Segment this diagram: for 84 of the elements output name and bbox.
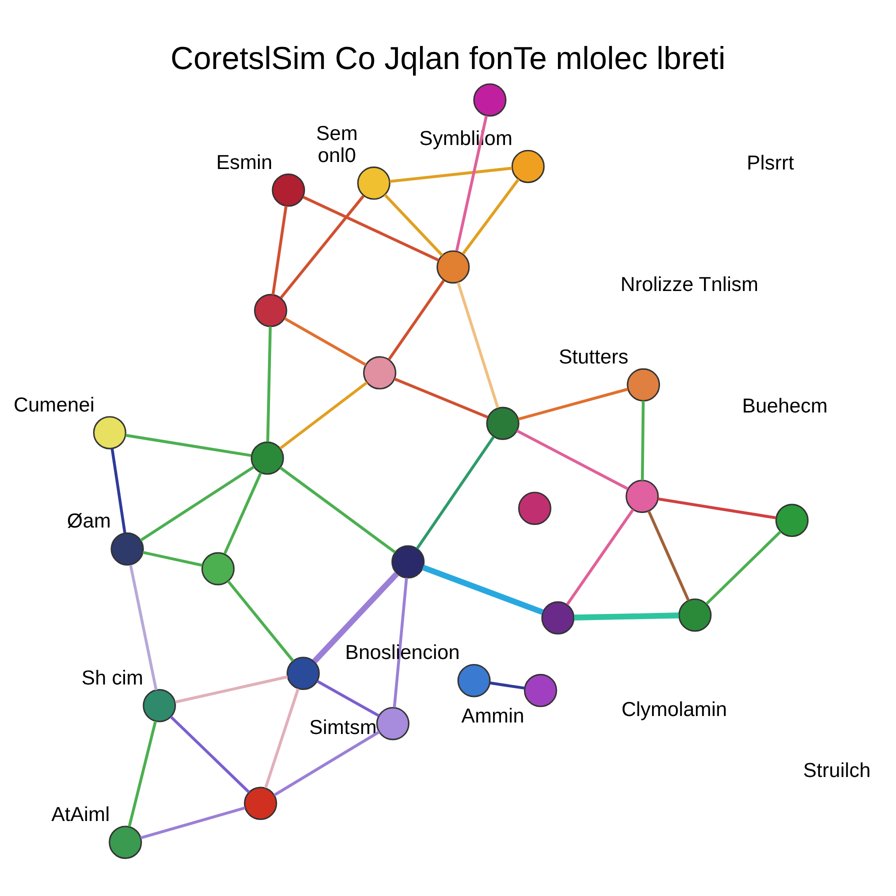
label: Struilch (803, 760, 871, 782)
connector (518, 388, 628, 420)
node-circle (357, 166, 390, 200)
connector (392, 578, 408, 708)
node-circle (244, 786, 278, 820)
connector (416, 436, 495, 550)
connector (388, 280, 445, 360)
node-circle (626, 368, 660, 402)
connector (640, 400, 645, 480)
connector (274, 730, 380, 796)
node-circle (626, 480, 659, 513)
node-label: Simtsm (309, 717, 377, 740)
connector (462, 178, 520, 255)
connector (316, 680, 380, 717)
connector (226, 580, 294, 662)
connector (279, 466, 396, 554)
connector (125, 434, 252, 457)
label: Clymolamin (621, 699, 728, 722)
label: Plsrrt (746, 152, 794, 175)
node-circle (486, 406, 520, 440)
connector (566, 508, 634, 606)
node-circle (363, 356, 396, 390)
node-label: Øam (67, 510, 111, 533)
connector (705, 530, 782, 605)
connector (658, 497, 776, 520)
label: Nrolizze Tnlism (620, 274, 758, 296)
node-label: Ammin (461, 706, 524, 728)
node-circle (272, 174, 306, 207)
node-circle (376, 706, 410, 740)
node-circle (775, 504, 809, 538)
connector (170, 716, 250, 794)
connector (516, 429, 628, 490)
node-label: onl0 (318, 144, 356, 167)
node-circle (678, 598, 712, 632)
connector (223, 472, 262, 554)
node-circle (518, 492, 552, 525)
node-circle (142, 689, 176, 722)
connector (455, 115, 488, 252)
diagram-title: CoretslSim Co Jqlan fonTe mlolec lbreti (170, 40, 726, 76)
node-circle (436, 250, 470, 284)
node-label: Stutters (558, 346, 628, 368)
connector (302, 196, 440, 262)
connector (456, 282, 500, 408)
node-circle (201, 552, 235, 586)
node-circle (286, 656, 320, 690)
connector (647, 510, 690, 602)
node-label: Cumenei (14, 394, 95, 416)
connector (280, 194, 365, 299)
node-label: Sh cim (81, 667, 144, 690)
connector (264, 688, 300, 788)
node-circle (511, 150, 545, 184)
connector (266, 326, 272, 442)
connector (312, 572, 399, 664)
connector (279, 381, 368, 450)
label: Buehecm (742, 396, 828, 418)
connector (142, 550, 203, 567)
connector (574, 612, 679, 620)
node-circle (473, 83, 506, 117)
connector (128, 720, 157, 827)
node-circle (457, 664, 491, 698)
connector (422, 564, 544, 615)
node-circle (524, 674, 558, 708)
connector (384, 194, 444, 256)
connector (490, 682, 525, 690)
node-label: Sem (316, 123, 358, 146)
node-circle (391, 545, 425, 578)
connector (394, 378, 488, 419)
node-circle (108, 826, 142, 859)
node-label: Esmin (216, 152, 272, 174)
connector (175, 675, 288, 704)
connector (284, 317, 367, 366)
node-circle (541, 601, 575, 635)
node-circle (110, 532, 144, 566)
connector (129, 564, 158, 690)
node-circle (250, 442, 284, 475)
connector (140, 806, 246, 840)
node-circle (254, 294, 288, 328)
node-label: AtAiml (51, 804, 110, 826)
connector (110, 448, 126, 534)
node-circle (93, 416, 126, 450)
node-label: Bnosliencion (345, 642, 460, 664)
connector (272, 206, 288, 296)
connector (140, 466, 255, 542)
connector (390, 166, 512, 183)
